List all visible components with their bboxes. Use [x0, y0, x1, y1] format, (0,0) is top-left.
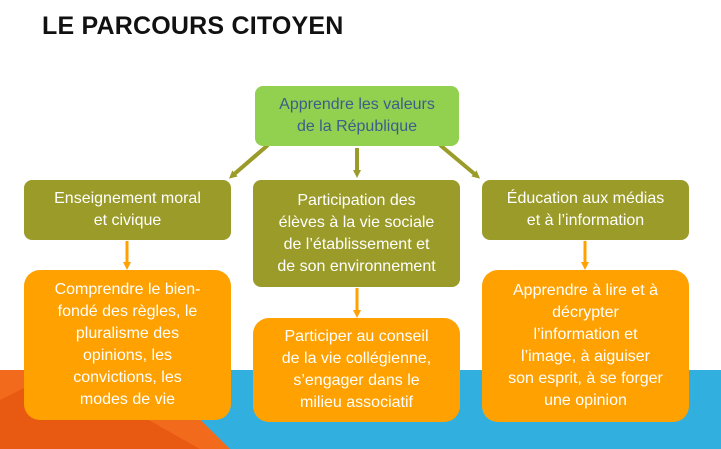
branch-heading-2: Participation des élèves à la vie social… [253, 180, 460, 287]
branch-heading-1-label: Enseignement moral et civique [54, 190, 201, 229]
root-node-label: Apprendre les valeurs de la République [279, 96, 435, 135]
root-node: Apprendre les valeurs de la République [255, 86, 459, 146]
branch-heading-3: Éducation aux médias et à l’information [482, 180, 689, 240]
branch-detail-1: Comprendre le bien- fondé des règles, le… [24, 270, 231, 420]
branch-heading-2-label: Participation des élèves à la vie social… [277, 191, 436, 275]
branch-detail-2-label: Participer au conseil de la vie collégie… [281, 328, 432, 411]
branch-detail-1-label: Comprendre le bien- fondé des règles, le… [54, 281, 201, 408]
page-title: LE PARCOURS CITOYEN [42, 12, 344, 40]
branch-detail-2: Participer au conseil de la vie collégie… [253, 318, 460, 422]
branch-heading-1: Enseignement moral et civique [24, 180, 231, 240]
branch-heading-3-label: Éducation aux médias et à l’information [506, 190, 665, 229]
branch-detail-3: Apprendre à lire et à décrypter l’inform… [482, 270, 689, 422]
branch-detail-3-label: Apprendre à lire et à décrypter l’inform… [508, 282, 663, 409]
